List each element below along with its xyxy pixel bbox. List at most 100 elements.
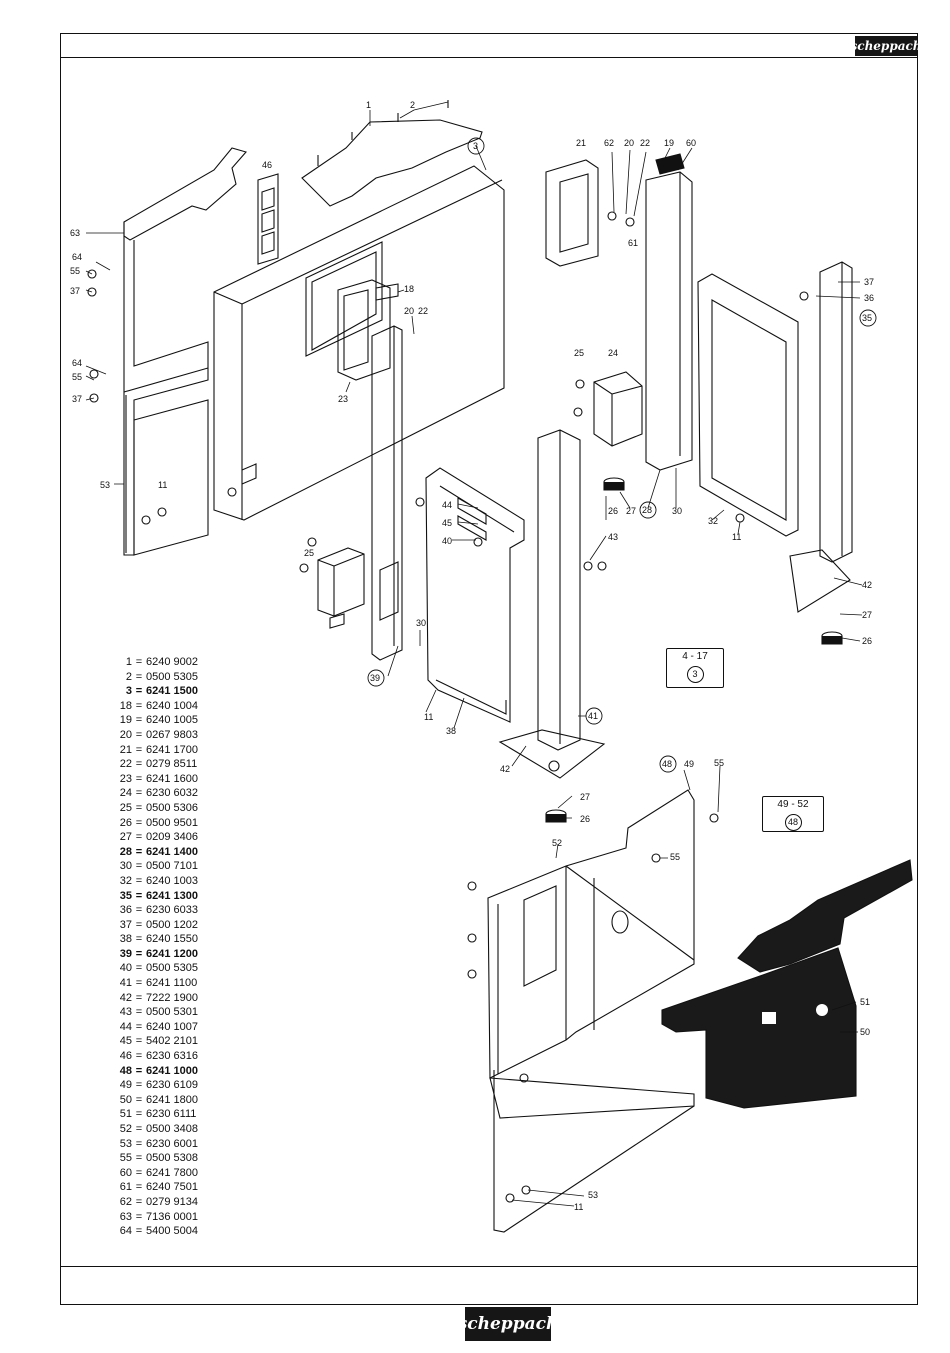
callout: 19 [664,138,674,148]
callout: 52 [552,838,562,848]
callout: 30 [416,618,426,628]
order-number: 6230 6033 [146,904,198,917]
footer-rule [60,1266,918,1267]
equals-sign: = [135,1225,143,1238]
callout: 30 [672,506,682,516]
parts-list-row: 2=0500 5305 [96,670,216,685]
parts-list-row: 49=6230 6109 [96,1078,216,1093]
equals-sign: = [135,1020,143,1033]
part-number: 25 [119,801,132,814]
equals-sign: = [135,670,143,683]
parts-list-row: 42=7222 1900 [96,991,216,1006]
part-number: 37 [119,918,132,931]
parts-list-row: 30=0500 7101 [96,859,216,874]
equals-sign: = [135,1181,143,1194]
part-number: 24 [119,787,132,800]
callout: 45 [442,518,452,528]
order-number: 0500 3408 [146,1123,198,1135]
equals-sign: = [135,889,143,902]
equals-sign: = [135,758,143,771]
order-number: 6230 6316 [146,1050,198,1063]
callout: 25 [304,548,314,558]
callout: 1 [366,100,371,110]
callout: 55 [670,852,680,862]
order-number: 6241 1700 [146,743,198,756]
order-number: 6241 1600 [146,772,198,785]
part-column-35 [789,261,853,613]
part-number: 2 [125,670,132,683]
callout: 27 [580,792,590,802]
part-number: 38 [119,933,132,946]
part-number: 28 [119,845,132,858]
part-number: 19 [119,714,132,727]
parts-list-row: 3=6241 1500 [96,684,216,699]
callout: 62 [604,138,614,148]
equals-sign: = [135,962,143,975]
part-number: 61 [119,1181,132,1194]
callout: 48 [662,759,672,769]
part-number: 42 [119,991,132,1004]
part-number: 20 [119,728,132,741]
part-number: 22 [119,758,132,771]
callout: 49 [684,759,694,769]
callout: 26 [862,636,872,646]
equals-sign: = [135,1050,143,1063]
order-number: 0279 9134 [146,1195,198,1208]
callout: 64 [72,252,82,262]
equals-sign: = [135,1166,143,1179]
order-number: 6240 7501 [146,1181,198,1194]
reference-range: 4 - 17 [682,651,708,662]
order-number: 7136 0001 [146,1210,198,1223]
reference-range: 49 - 52 [777,799,809,810]
parts-list-row: 50=6241 1800 [96,1093,216,1108]
equals-sign: = [135,1210,143,1223]
callout: 51 [860,997,870,1007]
order-number: 6240 1550 [146,933,198,946]
callout: 21 [576,138,586,148]
callout: 22 [418,306,428,316]
part-number: 53 [119,1137,132,1150]
callout: 39 [370,673,380,683]
part-number: 1 [125,656,132,668]
parts-list-row: 60=6241 7800 [96,1166,216,1181]
callout: 42 [862,580,872,590]
part-number: 18 [119,699,132,712]
parts-list-row: 26=0500 9501 [96,816,216,831]
part-number: 51 [119,1108,132,1121]
order-number: 0500 5306 [146,801,198,814]
equals-sign: = [135,728,143,741]
callout: 22 [640,138,650,148]
parts-list-row: 35=6241 1300 [96,889,216,904]
order-number: 0500 7101 [146,860,198,873]
callout: 44 [442,500,452,510]
callout: 42 [500,764,510,774]
callout: 55 [714,758,724,768]
callout: 11 [158,480,167,490]
parts-list-row: 27=0209 3406 [96,830,216,845]
callout: 11 [732,532,741,542]
callout: 11 [424,712,433,722]
part-column-39 [371,325,403,661]
equals-sign: = [135,874,143,887]
order-number: 0500 5305 [146,962,198,975]
part-number: 43 [119,1006,132,1019]
equals-sign: = [135,918,143,931]
part-number: 23 [119,772,132,785]
equals-sign: = [135,801,143,814]
parts-list-row: 64=5400 5004 [96,1224,216,1239]
equals-sign: = [135,947,143,960]
order-number: 0500 5301 [146,1006,198,1019]
part-black-guard [661,859,913,1109]
callout: 41 [588,711,598,721]
callout: 53 [100,480,110,490]
callout: 37 [72,394,82,404]
equals-sign: = [135,1035,143,1048]
parts-list-row: 18=6240 1004 [96,699,216,714]
part-column-41 [498,429,606,779]
callout: 3 [473,141,478,151]
part-number: 48 [119,1064,132,1077]
callout: 53 [588,1190,598,1200]
parts-list-row: 43=0500 5301 [96,1005,216,1020]
part-number: 35 [119,889,132,902]
